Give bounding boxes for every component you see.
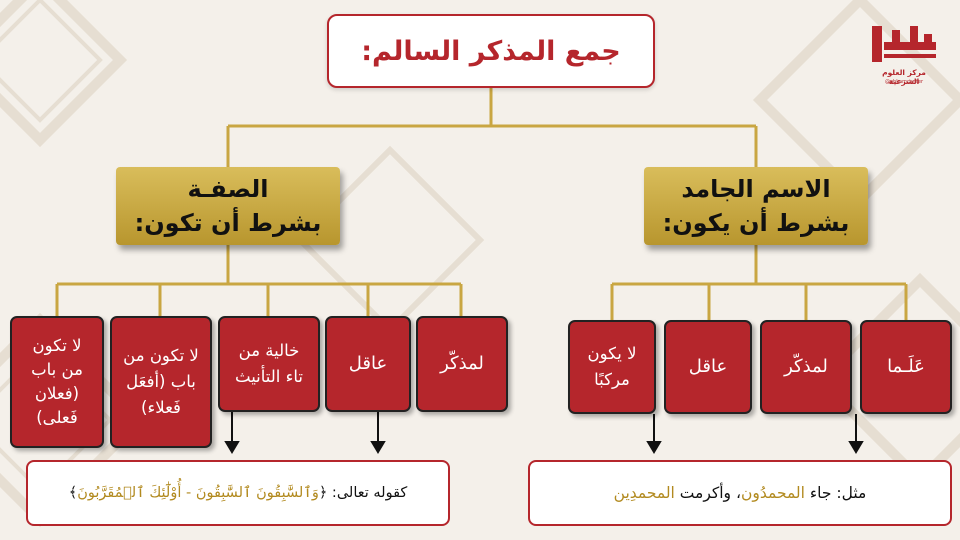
condition-box: لا تكون من باب (فعلان فَعلى) bbox=[10, 316, 104, 448]
condition-box: عاقل bbox=[664, 320, 752, 414]
condition-text: عاقل bbox=[348, 353, 388, 374]
example-text: ﴾ bbox=[68, 485, 78, 501]
quran-verse: وَٱلسَّٰبِقُونَ ٱلسَّٰبِقُونَ - أُوْلَٰٓ… bbox=[77, 485, 319, 501]
condition-text: عاقل bbox=[688, 356, 728, 377]
branch-condition: بشرط أن يكون: bbox=[662, 209, 850, 237]
condition-box: عاقل bbox=[325, 316, 411, 412]
example-word: المحمدُون bbox=[740, 484, 805, 502]
branch-heading: الاسم الجامد bbox=[681, 175, 831, 203]
condition-box: لمذكّر bbox=[760, 320, 852, 414]
condition-text: لا تكون من باب (أفعَل فَعلاء) bbox=[123, 346, 199, 417]
condition-text: خالية من تاء التأنيث bbox=[235, 341, 304, 386]
example-left: كقوله تعالى: ﴿وَٱلسَّٰبِقُونَ ٱلسَّٰبِقُ… bbox=[26, 460, 450, 526]
logo-icon bbox=[872, 26, 936, 62]
example-text: ، وأكرمت bbox=[674, 484, 741, 502]
condition-box: عَلَـما bbox=[860, 320, 952, 414]
branch-heading: الصفـة bbox=[187, 175, 269, 203]
condition-text: لا يكون مركبًا bbox=[587, 344, 637, 389]
branch-condition: بشرط أن تكون: bbox=[134, 209, 322, 237]
condition-text: لمذكّر bbox=[440, 353, 484, 374]
condition-box: لا تكون من باب (أفعَل فَعلاء) bbox=[110, 316, 212, 448]
logo-tagline: @ehkamcenter bbox=[884, 79, 924, 85]
condition-text: عَلَـما bbox=[887, 356, 925, 377]
condition-text: لا تكون من باب (فعلان فَعلى) bbox=[31, 336, 83, 427]
condition-box: لمذكّر bbox=[416, 316, 508, 412]
example-right: مثل: جاء المحمدُون، وأكرمت المحمدِين bbox=[528, 460, 952, 526]
example-text: مثل: جاء bbox=[804, 484, 867, 502]
brand-logo: مركز العلوم الشرعية @ehkamcenter bbox=[866, 24, 942, 88]
branch-jamid: الاسم الجامد بشرط أن يكون: bbox=[644, 167, 868, 245]
condition-text: لمذكّر bbox=[784, 356, 828, 377]
logo-subtitle: مركز العلوم الشرعية bbox=[882, 68, 926, 86]
condition-box: خالية من تاء التأنيث bbox=[218, 316, 320, 412]
page-title: جمع المذكر السالم: bbox=[327, 14, 655, 88]
branch-sifa: الصفـة بشرط أن تكون: bbox=[116, 167, 340, 245]
condition-box: لا يكون مركبًا bbox=[568, 320, 656, 414]
example-word: المحمدِين bbox=[613, 484, 675, 502]
example-text: كقوله تعالى: ﴿ bbox=[318, 485, 408, 501]
